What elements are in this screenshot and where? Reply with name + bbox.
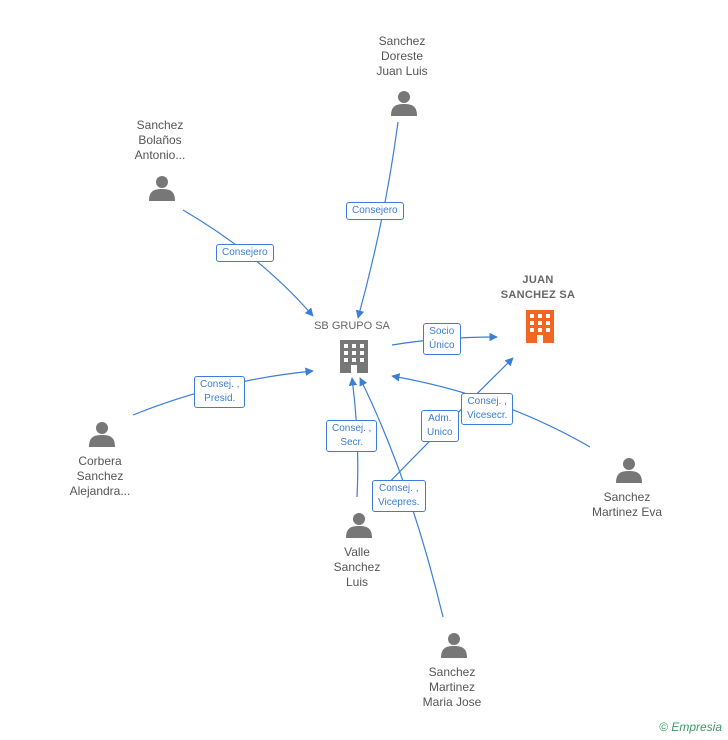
person-label-eva[interactable]: Sanchez Martinez Eva	[591, 490, 663, 519]
edge-label-presid-corbera: Consej. , Presid.	[194, 376, 246, 408]
edge-bolanos-sbgrupo	[182, 209, 314, 317]
person-icon-doreste[interactable]	[391, 91, 417, 116]
edge-label-consejero-bolanos: Consejero	[216, 244, 274, 262]
copyright-icon: ©	[659, 720, 668, 734]
person-label-doreste[interactable]: Sanchez Doreste Juan Luis	[376, 34, 428, 78]
sb-grupo-building-icon[interactable]	[340, 340, 368, 373]
person-icon-valle[interactable]	[346, 513, 372, 538]
edge-label-socio-unico: Socio Único	[423, 323, 461, 355]
person-icon-mariajose[interactable]	[441, 633, 467, 658]
edge-label-vicepres-mariajose: Consej. , Vicepres.	[372, 480, 426, 512]
person-label-valle[interactable]: Valle Sanchez Luis	[333, 545, 381, 589]
brand-name: Empresia	[671, 720, 722, 734]
person-icon-bolanos[interactable]	[149, 176, 175, 201]
company-label-juan-sanchez[interactable]: JUAN SANCHEZ SA	[500, 274, 576, 301]
brand-watermark: © Empresia	[659, 720, 722, 734]
person-icon-eva[interactable]	[616, 458, 642, 483]
edge-label-vicesecr-eva: Consej. , Vicesecr.	[461, 393, 514, 425]
juan-sanchez-building-icon[interactable]	[526, 310, 554, 343]
edge-label-consejero-doreste: Consejero	[346, 202, 404, 220]
person-label-corbera[interactable]: Corbera Sanchez Alejandra...	[69, 454, 131, 498]
edge-doreste-sbgrupo	[355, 121, 399, 319]
edge-label-secr-valle: Consej. , Secr.	[326, 420, 378, 452]
person-label-bolanos[interactable]: Sanchez Bolaños Antonio...	[134, 118, 186, 162]
edge-label-adm-unico: Adm. Unico	[421, 410, 459, 442]
company-label-sb-grupo[interactable]: SB GRUPO SA	[314, 320, 390, 332]
person-label-mariajose[interactable]: Sanchez Martinez Maria Jose	[422, 665, 482, 709]
person-icon-corbera[interactable]	[89, 422, 115, 447]
